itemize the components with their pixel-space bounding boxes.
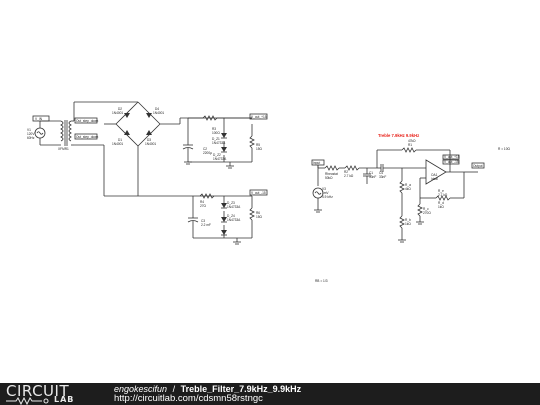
footer-title-line: engokescifun / Treble_Filter_7.9kHz_9.9k… [114,384,301,394]
positive-regulator [182,115,255,169]
filter-wiring [311,147,485,243]
circuitlab-logo[interactable]: CIRCUIT LAB [6,382,92,405]
label-r1-val: 47kΩ [408,139,416,143]
label-v1-volt: 120V [27,132,35,136]
label-rc-val: 270Ω [423,211,431,215]
label-d4-part: 1N4001 [153,111,164,115]
label-v-out-pos: V_out_+15 [251,115,267,119]
label-r3: R3 [212,127,216,131]
label-c1-val: 33nF [369,175,376,179]
label-rb-val: 1kΩ [405,222,411,226]
label-r1: R1 [408,143,412,147]
label-out-step-down: Out_step_down [76,119,99,123]
label-d2-part: 1N4001 [112,111,123,115]
label-re: R_e [438,189,444,193]
label-r6: R6 [256,211,260,215]
label-v1: V1 [27,128,31,132]
label-dz3-part: 1N4733A [227,205,241,209]
label-v-in: V_IN [35,117,43,121]
label-output: Output [473,164,483,168]
label-ra-val: 4kΩ [405,187,411,191]
negative-zeners [221,203,227,236]
label-c1: C1 [369,171,373,175]
label-c4-val: 33nF [379,175,386,179]
transformer-symbol [40,120,74,146]
label-d3-part: 1N4001 [145,142,156,146]
logo-resistor-icon [6,397,49,405]
label-r4-val: 27Ω [200,204,207,208]
label-dz4: D_Z4 [227,214,235,218]
label-dz2: D_Z2 [213,153,221,157]
label-r2-val: 2.7 kΩ [344,174,354,178]
label-vn-out: V_out_-15 [444,160,459,164]
label-v3-amp: 1mV [322,191,329,195]
label-c3: C3 [201,219,205,223]
circuit-url[interactable]: http://circuitlab.com/cdsmn58rstngc [114,393,263,404]
label-input: Input [313,161,320,165]
label-c3-val: 2.2 mF [201,223,211,227]
label-rb: R_b [405,218,411,222]
label-rd: R_d [438,201,444,205]
separator: / [172,384,176,394]
positive-zeners [221,133,227,153]
label-v3-freq: 4.9 kHz [322,195,333,199]
label-re-val: 2.7 kΩ [438,193,448,197]
label-rheostat-val: 50kΩ [325,176,333,180]
label-opamp-type: Ideal [431,177,438,181]
label-d4: D4 [155,107,159,111]
label-r5: R5 [256,143,260,147]
ac-source-symbol [34,121,46,145]
label-c2: C2 [203,147,207,151]
label-c2-val: 2200μ [203,151,212,155]
filter-title: Treble 7.9kHz 9.9kHz [378,133,419,138]
schematic-canvas: V_IN V1 120V 60Hz XFMR1 Out_step_down Ou… [27,101,511,283]
negative-regulator [187,193,255,245]
bridge-diodes [124,113,152,135]
node-label-boxes [32,113,268,196]
label-dz3: D_Z3 [227,201,235,205]
author-link[interactable]: engokescifun [114,384,168,394]
label-r4: R4 [200,200,204,204]
label-dz1-part: 1N4733A [212,141,226,145]
label-ra: R_a [405,183,411,187]
label-r2: R2 [344,170,348,174]
circuit-title[interactable]: Treble_Filter_7.9kHz_9.9kHz [180,384,302,394]
label-d1-part: 1N4001 [112,142,123,146]
label-out-step-down-2: Out_step_down [76,135,99,139]
label-rheostat: Rheostat [325,172,338,176]
label-d3: D3 [147,138,151,142]
label-d1: D1 [118,138,122,142]
schematic-diagram: V_IN V1 120V 60Hz XFMR1 Out_step_down Ou… [27,101,510,283]
label-d2: D2 [118,107,122,111]
label-c4: C4 [379,171,383,175]
logo-circuit-text: CIRCUIT [6,382,70,400]
label-rc: R_c [423,207,429,211]
label-r3-val: 100Ω [212,131,220,135]
label-r6-val: 15Ω [256,215,263,219]
label-r-note: R = 10Ω [498,147,510,151]
label-v3: V3 [322,187,326,191]
footer-bar: CIRCUIT LAB engokescifun / Treble_Filter… [0,383,540,405]
label-v-out-neg: V_out_-15 [251,191,266,195]
label-v1-freq: 60Hz [27,136,35,140]
label-opamp: OA1 [431,173,438,177]
label-dz1: D_Z1 [212,137,220,141]
label-rd-val: 1kΩ [438,205,444,209]
label-r5-val: 15Ω [256,147,263,151]
label-bottom-note: RB = 1/3 [315,279,328,283]
label-dz2-part: 1N4733A [213,157,227,161]
label-xfmr: XFMR1 [58,147,69,151]
logo-lab-text: LAB [54,395,75,404]
label-vp-out: V_out_+15 [444,155,460,159]
label-dz4-part: 1N4733A [227,218,241,222]
